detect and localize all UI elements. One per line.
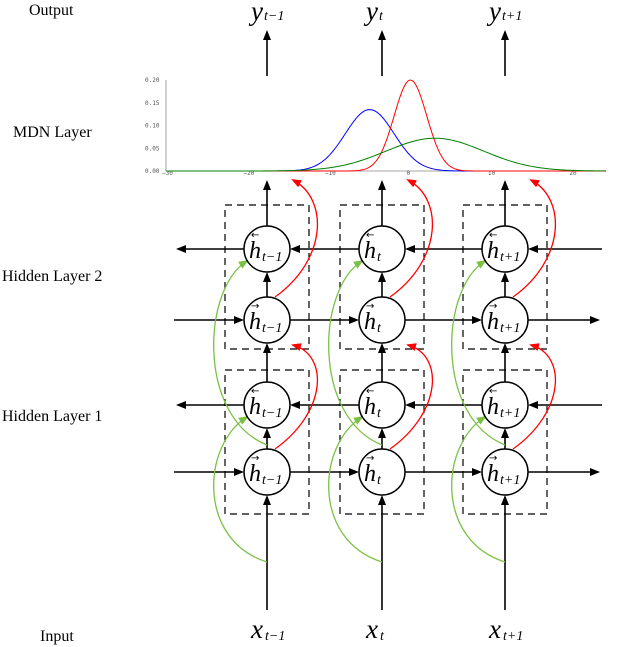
time-subscript: t+1	[502, 9, 523, 24]
hidden-state-symbol: h	[249, 238, 261, 264]
hidden-state-symbol: h	[487, 238, 499, 264]
mdn-x-tick-label: 10	[488, 170, 496, 177]
mdn-y-tick-label: 0.20	[145, 77, 160, 84]
hidden-layer-1-forward-node	[481, 448, 529, 496]
hidden-state-symbol: h	[249, 461, 261, 487]
hidden-state-symbol: h	[364, 309, 376, 335]
backward-arrow-glyph: ←	[366, 386, 375, 397]
forward-arrow-glyph: →	[366, 301, 375, 312]
hidden-state-symbol: h	[487, 461, 499, 487]
time-subscript: t−1	[262, 473, 283, 488]
time-subscript: t	[380, 629, 384, 644]
time-subscript: t	[377, 473, 381, 488]
mdn-layer-label: MDN Layer	[13, 124, 92, 141]
input-symbol: x	[366, 614, 378, 644]
hidden-layer-2-forward-node	[358, 296, 406, 344]
mdn-y-tick-label: 0.10	[145, 123, 160, 130]
time-subscript: t+1	[500, 406, 521, 421]
hidden-layer-1-forward-node	[358, 448, 406, 496]
backward-arrow-glyph: ←	[366, 230, 375, 241]
time-subscript: t	[377, 321, 381, 336]
mdn-y-tick-label: 0.15	[145, 100, 160, 107]
backward-arrow-glyph: ←	[251, 230, 260, 241]
mdn-y-tick-label: 0.05	[145, 145, 160, 152]
hidden-layer-1-backward-node	[481, 381, 529, 429]
hidden-layer-1-label: Hidden Layer 1	[2, 408, 103, 425]
mdn-mixture-curve	[166, 79, 606, 172]
hidden-layer-1-forward-node	[243, 448, 291, 496]
hidden-layer-2-label: Hidden Layer 2	[2, 268, 103, 285]
time-subscript: t+1	[500, 473, 521, 488]
forward-arrow-glyph: →	[251, 453, 260, 464]
forward-arrow-glyph: →	[489, 453, 498, 464]
input-symbol: x	[489, 614, 501, 644]
mdn-x-tick-label: 0	[406, 170, 410, 177]
mdn-y-tick-label: 0.00	[145, 168, 160, 175]
hidden-layer-1-backward-node	[358, 381, 406, 429]
hidden-state-symbol: h	[364, 461, 376, 487]
output-symbol: y	[366, 0, 378, 26]
hidden-state-symbol: h	[364, 238, 376, 264]
skip-connection-green	[328, 259, 383, 446]
time-subscript: t−1	[262, 250, 283, 265]
hidden-state-symbol: h	[487, 394, 499, 420]
hidden-state-symbol: h	[249, 394, 261, 420]
backward-arrow-glyph: ←	[489, 386, 498, 397]
hidden-layer-1-backward-node	[243, 381, 291, 429]
backward-arrow-glyph: ←	[251, 386, 260, 397]
skip-connection-green	[328, 415, 383, 563]
time-subscript: t−1	[264, 9, 285, 24]
skip-connection-green	[451, 259, 506, 446]
skip-connection-green	[213, 259, 268, 446]
mdn-mixture-curve	[166, 137, 607, 172]
skip-connection-red	[512, 179, 557, 298]
mdn-x-tick-label: −20	[243, 170, 254, 177]
mdn-x-tick-label: −10	[325, 170, 336, 177]
hidden-state-symbol: h	[249, 309, 261, 335]
time-subscript: t+1	[503, 629, 524, 644]
input-symbol: x	[251, 614, 263, 644]
forward-arrow-glyph: →	[366, 453, 375, 464]
skip-connection-red	[274, 179, 319, 298]
hidden-layer-2-backward-node	[481, 225, 529, 273]
time-subscript: t+1	[500, 250, 521, 265]
backward-arrow-glyph: ←	[489, 230, 498, 241]
hidden-layer-2-forward-node	[481, 296, 529, 344]
time-subscript: t	[377, 406, 381, 421]
output-symbol: y	[251, 0, 263, 26]
time-subscript: t−1	[262, 406, 283, 421]
hidden-state-symbol: h	[487, 309, 499, 335]
skip-connection-green	[213, 415, 268, 563]
input-layer-label: Input	[40, 628, 74, 645]
skip-connection-red	[389, 343, 434, 450]
hidden-layer-2-backward-node	[243, 225, 291, 273]
skip-connection-green	[451, 415, 506, 563]
skip-connection-red	[274, 343, 319, 450]
time-subscript: t	[379, 9, 383, 24]
hidden-state-symbol: h	[364, 394, 376, 420]
forward-arrow-glyph: →	[489, 301, 498, 312]
forward-arrow-glyph: →	[251, 301, 260, 312]
time-subscript: t−1	[262, 321, 283, 336]
mdn-x-tick-label: −30	[162, 170, 173, 177]
mdn-x-tick-label: 20	[569, 170, 577, 177]
hidden-layer-2-backward-node	[358, 225, 406, 273]
output-symbol: y	[489, 0, 501, 26]
skip-connection-red	[512, 343, 557, 450]
time-subscript: t−1	[265, 629, 286, 644]
output-layer-label: Output	[29, 2, 74, 19]
mdn-plot: 0.20 0.15 0.10 0.05 0.00−30 −20 −10 0 10 20	[145, 77, 607, 177]
hidden-layer-2-forward-node	[243, 296, 291, 344]
time-subscript: t+1	[500, 321, 521, 336]
time-subscript: t	[377, 250, 381, 265]
skip-connection-red	[389, 179, 434, 298]
